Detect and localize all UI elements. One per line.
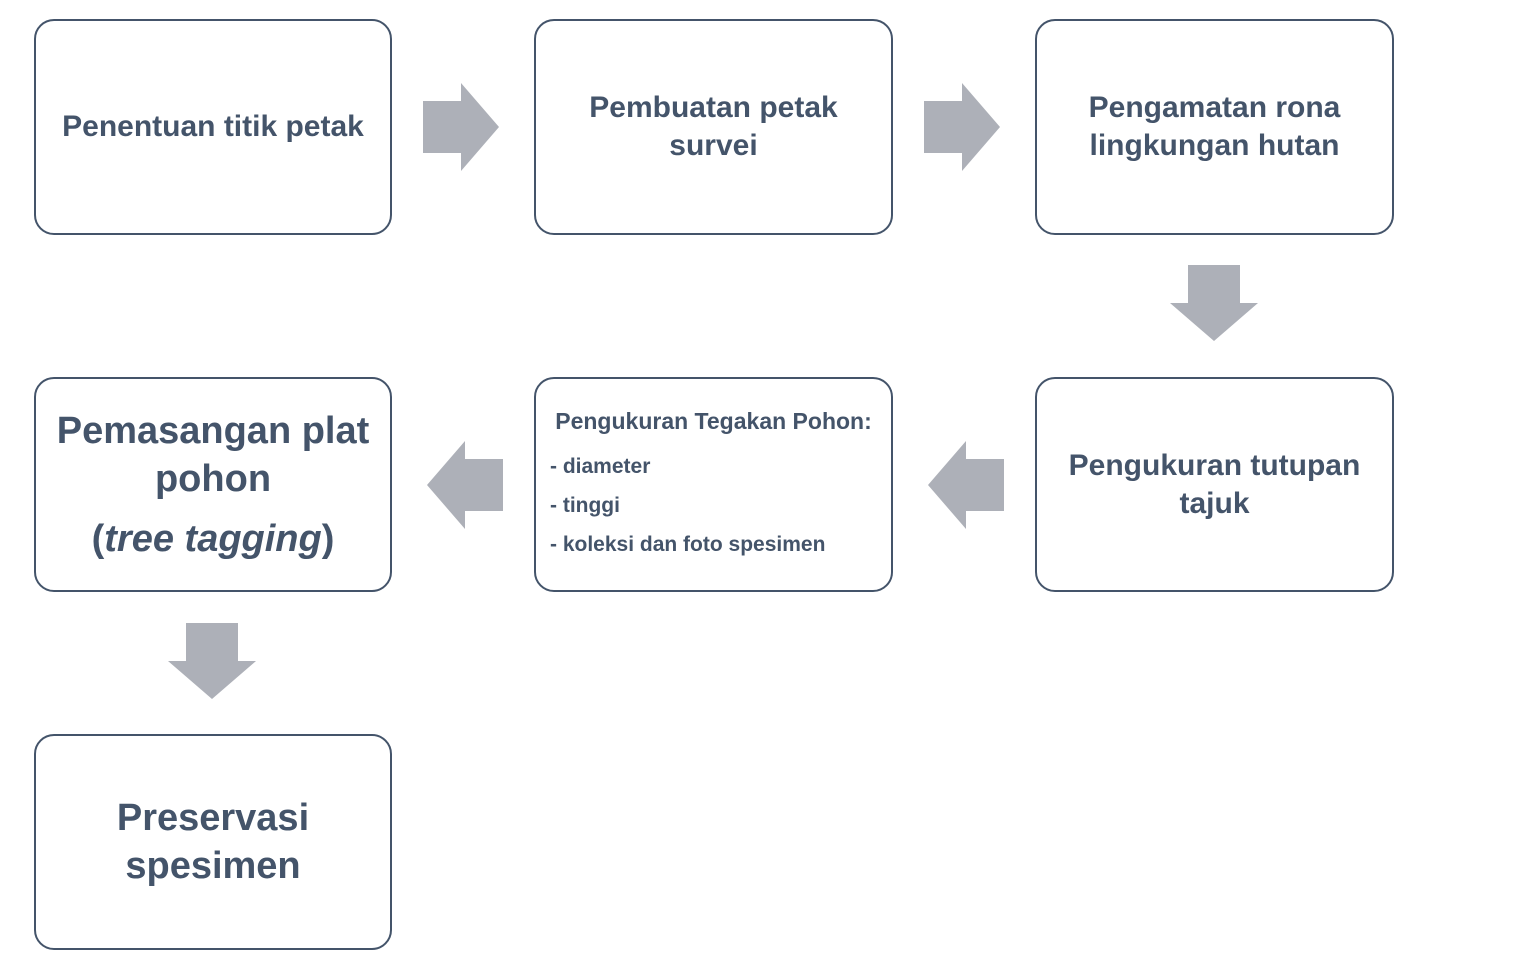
close-paren: ): [321, 517, 335, 560]
step-pembuatan-petak-survei: Pembuatan petak survei: [534, 19, 893, 235]
list-item: - tinggi: [550, 493, 620, 517]
step-pengamatan-rona: Pengamatan rona lingkungan hutan: [1035, 19, 1394, 235]
step-penentuan-titik-petak: Penentuan titik petak: [34, 19, 392, 235]
arrow-left-icon: [427, 441, 503, 529]
step-pengukuran-tegakan-pohon: Pengukuran Tegakan Pohon: - diameter - t…: [534, 377, 893, 592]
arrow-down-icon: [1170, 265, 1258, 341]
step-sublabel: (tree tagging): [92, 515, 335, 563]
step-pengukuran-tutupan-tajuk: Pengukuran tutupan tajuk: [1035, 377, 1394, 592]
arrow-right-icon: [423, 83, 499, 171]
step-label: Preservasi spesimen: [116, 797, 310, 887]
arrow-left-icon: [928, 441, 1004, 529]
step-pemasangan-plat-pohon: Pemasangan plat pohon (tree tagging): [34, 377, 392, 592]
arrow-down-icon: [168, 623, 256, 699]
open-paren: (: [91, 517, 105, 560]
italic-term: tree tagging: [104, 517, 322, 560]
list-item: - koleksi dan foto spesimen: [550, 532, 826, 556]
step-preservasi-spesimen: Preservasi spesimen: [34, 734, 392, 950]
step-label: Penentuan titik petak: [62, 110, 364, 143]
step-label: Pengamatan rona lingkungan hutan: [1088, 91, 1341, 162]
step-label: Pemasangan plat pohon: [56, 409, 370, 500]
step-label: Pengukuran tutupan tajuk: [1068, 448, 1361, 520]
step-label: Pengukuran Tegakan Pohon:: [555, 407, 872, 434]
arrow-right-icon: [924, 83, 1000, 171]
list-item: - diameter: [550, 454, 651, 478]
step-label: Pembuatan petak survei: [589, 91, 838, 162]
